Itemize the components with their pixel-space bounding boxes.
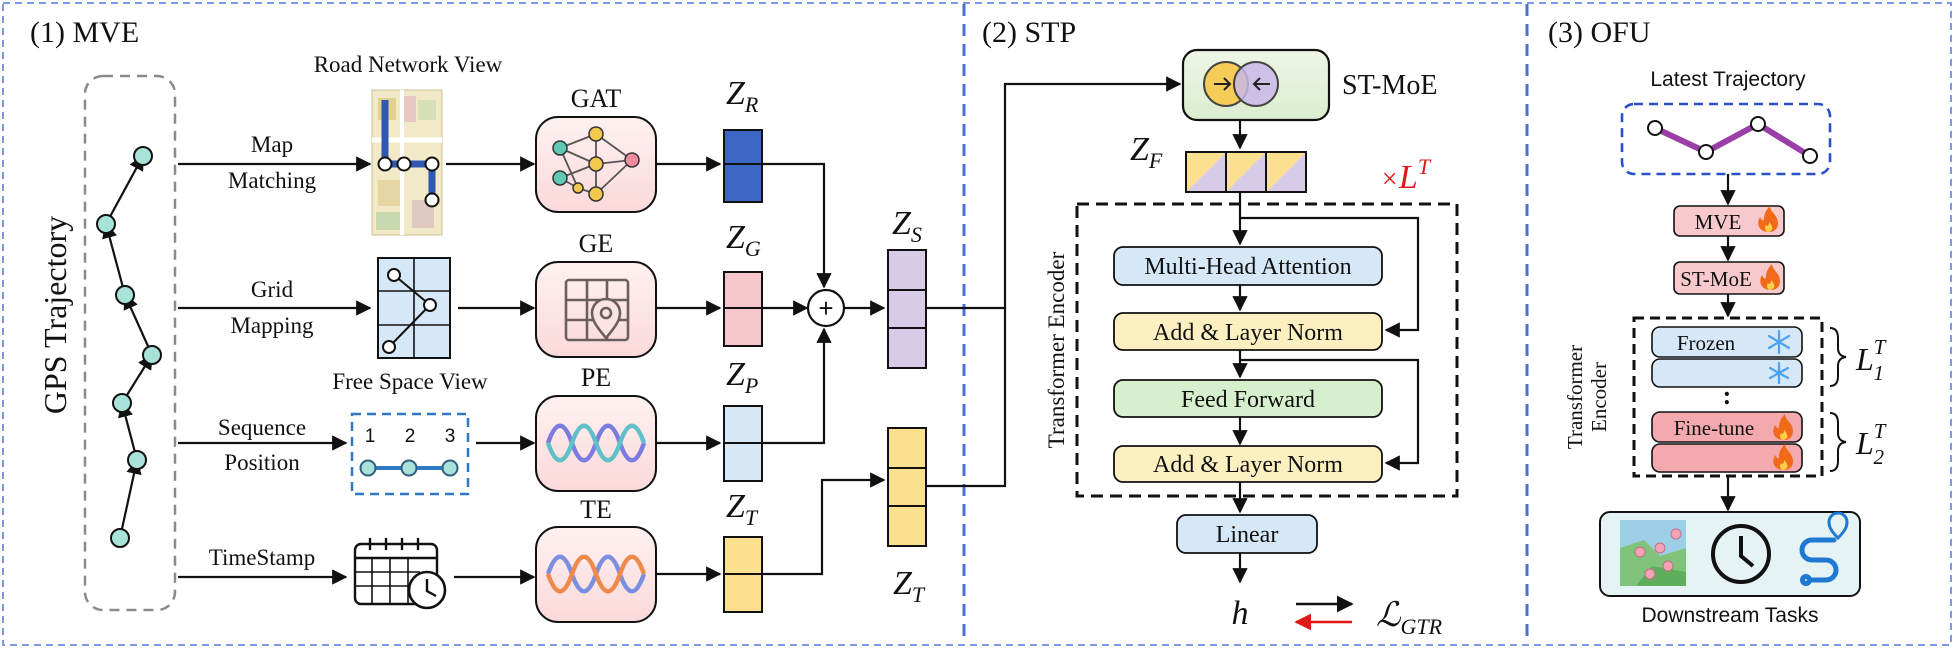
z-r-vector — [723, 129, 763, 203]
ofu-encoder-label-2: Encoder — [1587, 362, 1611, 432]
ofu-st-moe-label: ST-MoE — [1680, 267, 1752, 291]
merge-circle-icon: + — [806, 288, 846, 328]
gps-trajectory-label: GPS Trajectory — [37, 216, 73, 414]
calendar-clock-icon — [353, 538, 447, 610]
z-t-label: ZT — [726, 488, 759, 530]
fine-tune-layer-2 — [1651, 443, 1803, 473]
time-wave-icon — [545, 554, 647, 594]
svg-text:+: + — [818, 293, 833, 323]
st-moe-box — [1181, 48, 1331, 122]
snowflake-icon — [1767, 329, 1791, 385]
merge-lines — [762, 162, 886, 576]
z-s-label: ZS — [892, 205, 922, 247]
stp-input-arrows — [926, 76, 1182, 488]
clock-icon — [1711, 524, 1771, 584]
ofu-encoder-label-1: Transformer — [1563, 345, 1587, 449]
fire-icon — [1773, 414, 1793, 470]
add-norm-label-1: Add & Layer Norm — [1153, 320, 1343, 346]
fire-icon — [1760, 264, 1780, 290]
fine-tune-layer-1 — [1651, 411, 1803, 443]
z-t-vector — [723, 536, 763, 613]
z-t-stack-vector — [887, 427, 927, 547]
panel-title-mve: (1) MVE — [30, 16, 139, 49]
downstream-label: Downstream Tasks — [1641, 604, 1818, 627]
z-p-label: ZP — [726, 356, 758, 398]
grid-location-icon — [564, 278, 630, 342]
stp-transformer-encoder-label: Transformer Encoder — [1044, 251, 1069, 448]
ffn-block — [1113, 379, 1383, 418]
grid-mapping-icon — [377, 257, 451, 359]
frozen-label: Frozen — [1677, 331, 1736, 355]
position-number-1: 1 — [365, 426, 376, 447]
encoder-flow-arrows — [1232, 192, 1420, 584]
latest-trajectory-box — [1620, 102, 1832, 176]
z-f-label: ZF — [1130, 131, 1163, 173]
route-icon — [1799, 511, 1849, 586]
z-p-vector — [723, 405, 763, 482]
stp-transformer-encoder-box — [1075, 202, 1459, 498]
road-network-view-label: Road Network View — [314, 52, 503, 77]
map-label-1: Map — [251, 132, 293, 157]
brace-l1 — [1829, 327, 1847, 387]
panel-title-stp: (2) STP — [982, 16, 1076, 49]
grid-label-1: Grid — [251, 277, 294, 302]
add-norm-label-2: Add & Layer Norm — [1153, 452, 1343, 478]
grid-label-2: Mapping — [230, 313, 314, 338]
position-number-3: 3 — [445, 426, 456, 447]
timestamp-label: TimeStamp — [209, 545, 316, 570]
gps-trajectory-icon — [102, 154, 154, 539]
encoder-input-arrows — [454, 156, 536, 585]
position-number-2: 2 — [405, 426, 416, 447]
seq-label-1: Sequence — [218, 415, 306, 440]
linear-block — [1176, 514, 1318, 554]
map-pins-icon — [1620, 520, 1686, 586]
layer-count-label: ×LT — [1380, 154, 1432, 196]
fine-tune-label: Fine-tune — [1674, 416, 1754, 440]
z-f-vector — [1185, 151, 1307, 193]
seq-label-2: Position — [224, 450, 300, 475]
st-moe-label: ST-MoE — [1342, 70, 1437, 101]
road-network-map-icon — [371, 89, 443, 236]
linear-label: Linear — [1216, 522, 1279, 548]
h-output-label: h — [1232, 595, 1249, 632]
free-space-view-label: Free Space View — [332, 369, 488, 394]
add-norm-block-1 — [1113, 312, 1383, 351]
z-g-label: ZG — [726, 219, 761, 261]
embedding-arrows — [656, 156, 722, 582]
position-sequence-icon: 1 2 3 — [350, 412, 470, 496]
latest-trajectory-label: Latest Trajectory — [1650, 68, 1806, 91]
trajectory-nodes — [96, 146, 162, 548]
add-norm-block-2 — [1113, 445, 1383, 483]
view-arrows — [178, 156, 372, 585]
z-s-vector — [887, 249, 927, 369]
fire-icon — [1758, 206, 1778, 232]
mha-block — [1113, 246, 1383, 286]
z-t-stack-label: ZT — [893, 565, 926, 607]
map-label-2: Matching — [228, 168, 317, 193]
encoder-pe-label: PE — [581, 363, 611, 392]
encoder-ge-label: GE — [579, 229, 614, 258]
latest-trajectory-icon — [1647, 116, 1818, 164]
encoder-te-label: TE — [580, 495, 612, 524]
mha-label: Multi-Head Attention — [1144, 254, 1351, 280]
panel-title-ofu: (3) OFU — [1548, 16, 1651, 49]
z-r-label: ZR — [726, 75, 759, 117]
frozen-layer-2 — [1651, 358, 1803, 388]
frozen-layer-1 — [1651, 326, 1803, 358]
layer-ellipsis: : — [1723, 381, 1732, 410]
graph-network-icon — [552, 126, 640, 202]
sine-wave-icon — [545, 423, 647, 463]
brace-l2 — [1829, 412, 1847, 472]
loss-label: ℒGTR — [1376, 597, 1443, 639]
gps-trajectory-box — [83, 74, 177, 612]
z-g-vector — [723, 271, 763, 347]
ofu-mve-label: MVE — [1695, 210, 1742, 234]
encoder-gat-label: GAT — [571, 84, 622, 113]
ffn-label: Feed Forward — [1181, 387, 1315, 413]
